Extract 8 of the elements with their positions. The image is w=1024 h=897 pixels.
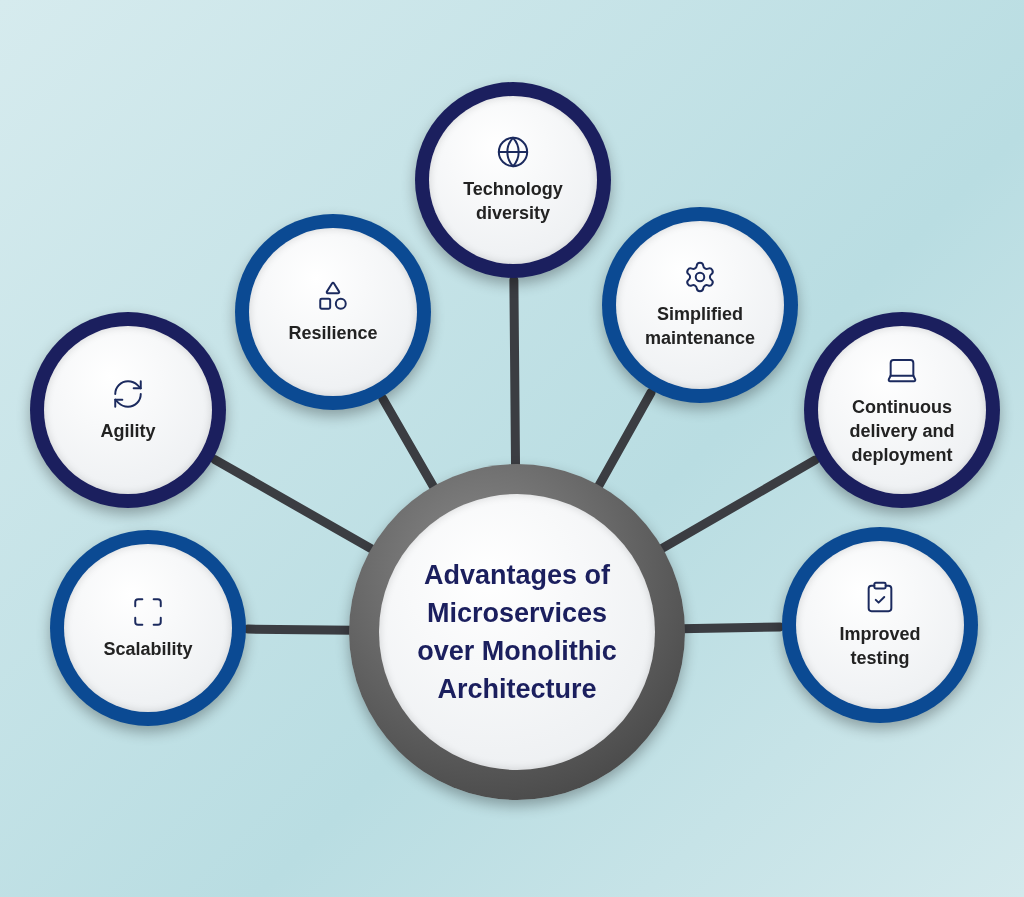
- feature-label: Scalability: [102, 638, 194, 661]
- feature-label: Continuous delivery and deployment: [848, 396, 956, 467]
- center-title: Advantages of Microservices over Monolithic Architecture: [416, 559, 618, 706]
- feature-label: Technology diversity: [462, 178, 564, 225]
- feature-label: Resilience: [287, 322, 379, 345]
- feature-label: Agility: [99, 420, 157, 443]
- feature-label: Improved testing: [838, 623, 922, 670]
- feature-label: Simplified maintenance: [643, 303, 756, 350]
